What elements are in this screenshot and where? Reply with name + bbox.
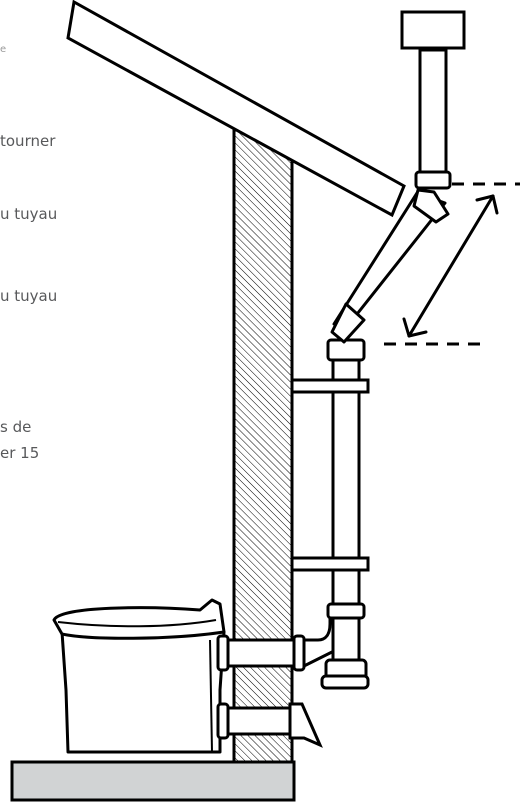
toilet-outlet-pipe (216, 634, 306, 672)
text-fragment-5: s de (0, 418, 32, 436)
floor-slab (10, 760, 296, 802)
vertical-pipe (320, 338, 370, 690)
text-fragment-3: u tuyau (0, 205, 58, 223)
roof (66, 0, 406, 218)
text-fragment-6: er 15 (0, 444, 40, 462)
text-fragment-4: u tuyau (0, 287, 58, 305)
pipe-brackets (290, 378, 370, 572)
roof-vent-pipe (400, 10, 466, 190)
offset-pipe (330, 188, 450, 344)
double-arrow-icon (402, 194, 499, 338)
offset-reference-lines (384, 182, 520, 346)
text-fragment-1: e (0, 44, 7, 55)
lower-vent-pipe (216, 702, 323, 748)
dry-toilet (52, 598, 226, 754)
text-fragment-2: tourner (0, 132, 56, 150)
